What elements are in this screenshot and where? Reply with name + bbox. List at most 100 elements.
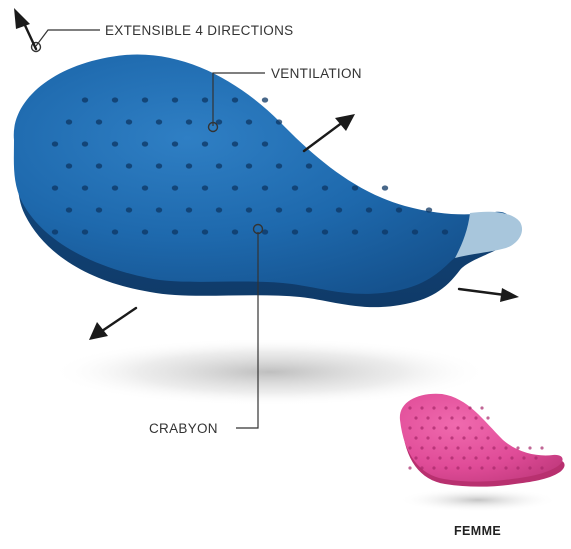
femme-ventilation-hole [462,436,465,439]
ventilation-hole [202,141,208,146]
femme-ventilation-hole [486,436,489,439]
femme-ventilation-hole [414,436,417,439]
femme-ventilation-hole [480,406,483,409]
stretch-label: EXTENSIBLE 4 DIRECTIONS [105,24,293,38]
ventilation-hole [246,119,252,124]
ventilation-hole [396,207,402,212]
femme-ventilation-hole [432,406,435,409]
ventilation-hole [186,207,192,212]
ventilation-hole [232,141,238,146]
femme-ventilation-hole [468,466,471,469]
ventilation-hole [382,185,388,190]
ventilation-hole [172,229,178,234]
ventilation-hole [412,229,418,234]
femme-ventilation-hole [444,466,447,469]
ventilation-hole [186,163,192,168]
ventilation-hole [126,207,132,212]
femme-ventilation-hole [432,426,435,429]
femme-ventilation-hole [516,466,519,469]
ventilation-hole [426,207,432,212]
femme-ventilation-hole [540,466,543,469]
ventilation-hole [172,141,178,146]
ventilation-hole [96,163,102,168]
femme-ventilation-hole [498,456,501,459]
ventilation-hole [442,229,448,234]
femme-ventilation-hole [414,456,417,459]
ventilation-hole [112,97,118,102]
femme-ventilation-hole [456,406,459,409]
femme-ventilation-hole [408,446,411,449]
ventilation-hole [112,141,118,146]
femme-ventilation-hole [438,416,441,419]
femme-ventilation-hole [408,466,411,469]
ventilation-label: VENTILATION [271,67,362,81]
ventilation-hole [126,163,132,168]
femme-ventilation-hole [408,426,411,429]
femme-ventilation-hole [522,456,525,459]
ventilation-hole [66,163,72,168]
ventilation-hole [96,207,102,212]
crabyon-label: CRABYON [149,422,218,436]
ventilation-hole [262,185,268,190]
ventilation-hole [142,97,148,102]
ventilation-hole [126,119,132,124]
stretch-leader-line [36,30,100,46]
femme-label: FEMME [454,525,501,538]
ventilation-hole [276,163,282,168]
ventilation-hole [292,185,298,190]
ventilation-hole [276,207,282,212]
ventilation-hole [52,229,58,234]
femme-ventilation-hole [480,426,483,429]
femme-ventilation-hole [504,466,507,469]
femme-ventilation-hole [480,466,483,469]
femme-ventilation-hole [534,456,537,459]
ventilation-hole [52,141,58,146]
femme-ventilation-hole [444,406,447,409]
ventilation-hole [246,207,252,212]
ventilation-hole [96,119,102,124]
femme-ventilation-hole [510,456,513,459]
femme-ventilation-hole [486,456,489,459]
ventilation-hole [306,163,312,168]
ventilation-hole [322,229,328,234]
femme-ventilation-hole [516,446,519,449]
ventilation-hole [232,229,238,234]
arrow-icon [335,114,355,131]
ventilation-hole [322,185,328,190]
ventilation-hole [172,185,178,190]
ventilation-hole [82,185,88,190]
ventilation-hole [112,229,118,234]
arrow-icon [500,288,519,302]
femme-ventilation-hole [540,446,543,449]
ventilation-hole [276,119,282,124]
pad-top-surface [14,54,510,293]
ventilation-hole [82,97,88,102]
ventilation-hole [352,229,358,234]
femme-ventilation-hole [462,456,465,459]
femme-ventilation-hole [474,436,477,439]
femme-ventilation-hole [450,416,453,419]
femme-ventilation-hole [456,446,459,449]
ventilation-hole [292,229,298,234]
femme-ventilation-hole [528,446,531,449]
femme-ventilation-hole [426,416,429,419]
ventilation-hole [262,97,268,102]
ventilation-hole [186,119,192,124]
femme-ventilation-hole [528,466,531,469]
femme-ventilation-hole [438,436,441,439]
femme-ventilation-hole [444,446,447,449]
femme-ventilation-hole [432,466,435,469]
ventilation-hole [156,163,162,168]
femme-ventilation-hole [450,456,453,459]
femme-ventilation-hole [486,416,489,419]
ventilation-hole [262,141,268,146]
femme-ventilation-hole [426,436,429,439]
ventilation-hole [246,163,252,168]
femme-ventilation-hole [492,446,495,449]
ventilation-hole [82,141,88,146]
ventilation-hole [216,163,222,168]
ventilation-hole [142,185,148,190]
femme-ventilation-hole [456,466,459,469]
ventilation-hole [66,119,72,124]
